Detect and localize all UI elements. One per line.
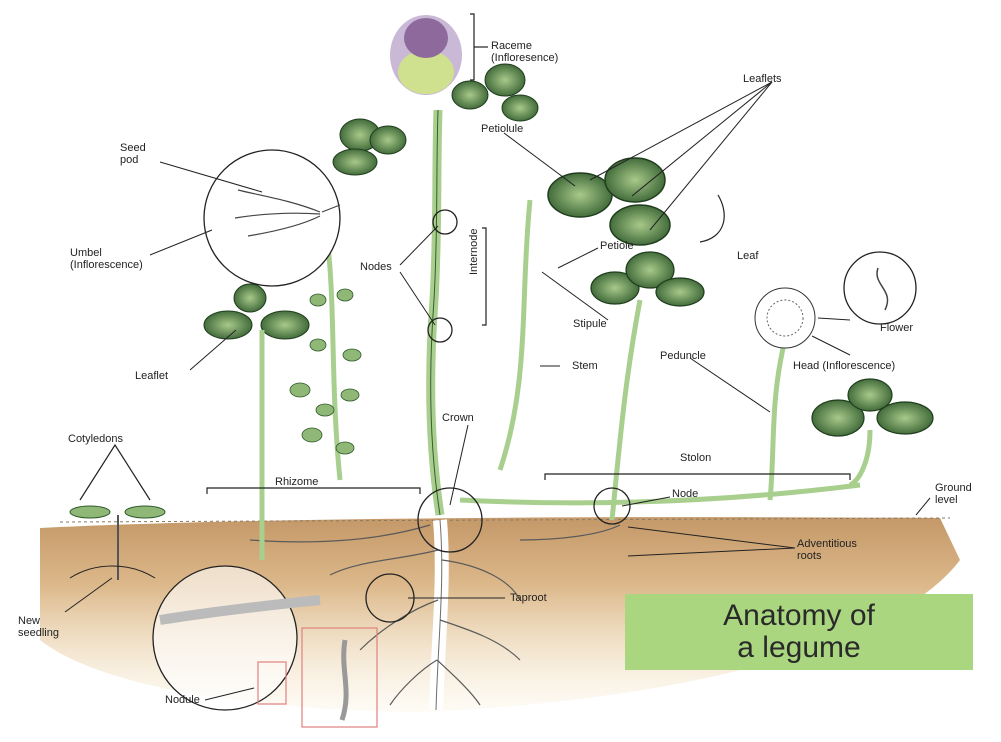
label-raceme: Raceme (Infloresence) [491,40,558,64]
label-peduncle: Peduncle [660,350,706,362]
trifoliate-leaf-left [333,119,406,175]
label-petiolule: Petiolule [481,123,523,135]
trifoliate-leaf-right [812,379,933,436]
label-nodes: Nodes [360,261,392,273]
trifoliate-leaf-large [548,158,670,245]
diagram-title: Anatomy of a legume [625,600,973,664]
label-petiole: Petiole [600,240,634,252]
main-stem [431,110,440,515]
label-leaflet: Leaflet [135,370,168,382]
side-stems [262,200,870,560]
label-rhizome: Rhizome [275,476,318,488]
label-internode: Internode [468,229,480,275]
label-stolon: Stolon [680,452,711,464]
label-stipule: Stipule [573,318,607,330]
label-flower: Flower [880,322,913,334]
label-leaflets: Leaflets [743,73,782,85]
label-nodule: Nodule [165,694,200,706]
head-inflorescence [755,288,815,348]
trifoliate-leaf-top [452,64,538,121]
small-leaflets [290,289,361,454]
label-head: Head (Inflorescence) [793,360,895,372]
title-box: Anatomy of a legume [625,594,973,670]
trifoliate-leaf-left-lower [204,284,309,339]
label-taproot: Taproot [510,592,547,604]
label-umbel: Umbel (Inflorescence) [70,247,143,271]
label-adventitious-roots: Adventitious roots [797,538,857,562]
label-leaf: Leaf [737,250,758,262]
label-node: Node [672,488,698,500]
label-ground-level: Ground level [935,482,972,506]
raceme-flower [390,15,462,95]
label-crown: Crown [442,412,474,424]
label-cotyledons: Cotyledons [68,433,123,445]
label-seed-pod: Seed pod [120,142,146,166]
label-stem: Stem [572,360,598,372]
label-new-seedling: New seedling [18,615,59,639]
trifoliate-leaf-middle [591,252,704,306]
